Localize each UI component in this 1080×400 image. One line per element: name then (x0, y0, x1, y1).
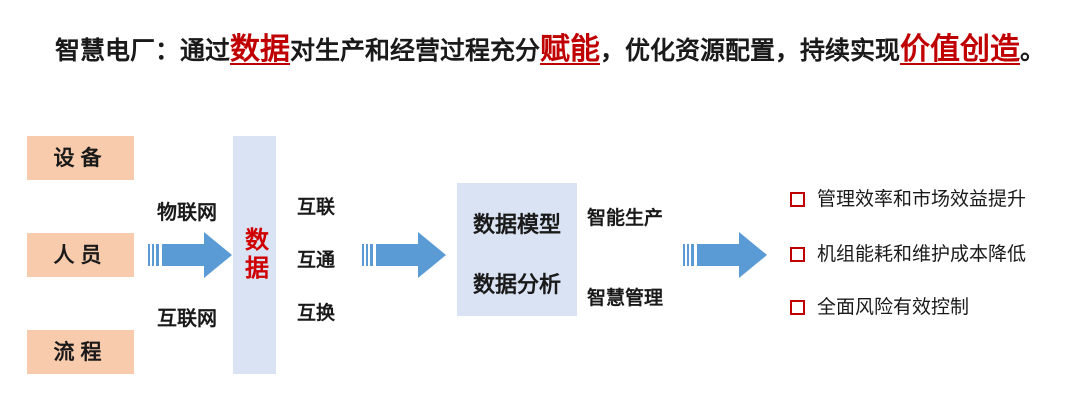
link-label-intercommunicate: 互通 (297, 249, 336, 271)
result-item: 管理效率和市场效益提升 (790, 184, 1026, 214)
headline-highlight-empower: 赋能 (540, 32, 601, 67)
data-column-label: 数据 (233, 136, 276, 374)
arrow-right-icon (683, 232, 767, 278)
link-label-interchange: 互换 (297, 302, 336, 324)
source-box-equipment: 设备 (27, 136, 134, 180)
headline-part-1: 智慧电厂：通过 (55, 36, 231, 65)
model-box-item-analysis: 数据分析 (472, 273, 561, 298)
link-label-interconnect: 互联 (297, 196, 336, 218)
source-box-personnel: 人员 (27, 233, 134, 277)
network-label-iot: 物联网 (157, 200, 217, 224)
headline-highlight-value: 价值创造 (900, 32, 1021, 67)
arrow-right-icon (362, 232, 446, 278)
arrow-right-icon (148, 232, 232, 278)
result-item: 全面风险有效控制 (790, 292, 969, 322)
application-label-smart-management: 智慧管理 (587, 287, 664, 309)
headline-part-2: 对生产和经营过程充分 (290, 36, 541, 65)
square-bullet-icon (790, 191, 805, 207)
square-bullet-icon (790, 299, 805, 315)
square-bullet-icon (790, 246, 805, 262)
data-column-text: 数据 (240, 227, 269, 283)
data-column (233, 136, 276, 374)
result-item: 机组能耗和维护成本降低 (790, 239, 1026, 269)
result-text-cost: 机组能耗和维护成本降低 (817, 243, 1027, 265)
source-box-process: 流程 (27, 330, 134, 374)
headline-highlight-data: 数据 (230, 32, 291, 67)
application-label-smart-production: 智能生产 (587, 207, 664, 229)
headline-part-4: 。 (1020, 36, 1046, 65)
headline-part-3: ，优化资源配置，持续实现 (600, 36, 901, 65)
network-label-internet: 互联网 (157, 306, 217, 330)
result-text-risk: 全面风险有效控制 (817, 296, 970, 318)
headline: 智慧电厂：通过数据对生产和经营过程充分赋能，优化资源配置，持续实现价值创造。 (55, 20, 1055, 80)
result-text-efficiency: 管理效率和市场效益提升 (817, 188, 1027, 210)
model-box-item-model: 数据模型 (472, 213, 561, 238)
model-box: 数据模型 数据分析 (457, 183, 577, 316)
